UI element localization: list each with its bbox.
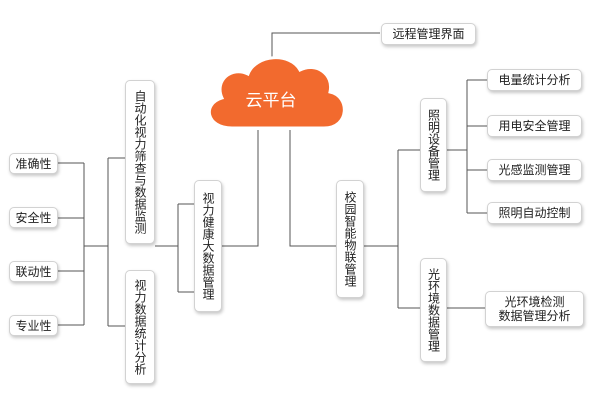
vision-health-data-node: 视力健康大数据管理 [194,180,222,312]
leaf-safety: 安全性 [9,207,58,228]
leaf-light-env-line1: 光环境检测 [504,295,565,309]
branch-vision-screening: 自动化视力筛查与数据监测 [125,80,155,244]
cloud-shape [207,56,346,130]
lighting-device-node: 照明设备管理 [420,98,447,192]
branch-vision-statistics: 视力数据统计分析 [125,270,155,384]
leaf-light-env-line2: 数据管理分析 [498,309,571,323]
leaf-light-sensing: 光感监测管理 [487,159,582,181]
leaf-professional: 专业性 [9,315,58,336]
campus-iot-node: 校园智能物联管理 [336,180,364,298]
leaf-power-safety: 用电安全管理 [487,115,582,137]
leaf-light-env-analysis: 光环境检测 数据管理分析 [485,291,584,327]
leaf-lighting-control: 照明自动控制 [487,202,582,224]
remote-ui-node: 远程管理界面 [381,23,476,45]
leaf-accuracy: 准确性 [9,153,58,174]
leaf-linkage: 联动性 [9,261,58,282]
leaf-power-stats: 电量统计分析 [487,69,582,91]
light-env-data-node: 光环境数据管理 [420,258,447,362]
cloud-label: 云平台 [245,91,297,111]
